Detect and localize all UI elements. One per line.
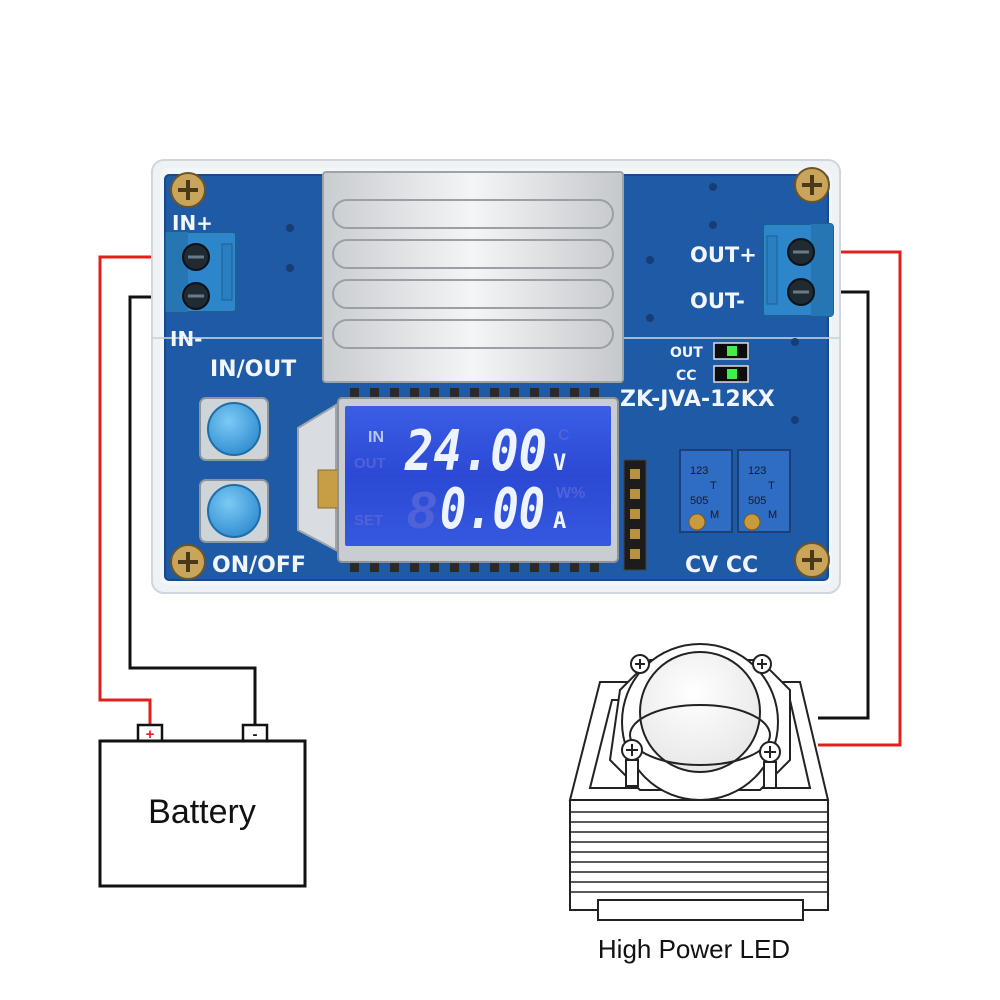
wire-battery-negative <box>128 295 257 725</box>
lcd-ghost-digit: 8 <box>407 482 436 540</box>
lcd-display: IN OUT SET 24.00 V 8 0.00 A C W% <box>337 388 619 572</box>
screw-top-right-icon <box>794 167 830 203</box>
label-led-out: OUT <box>670 345 703 361</box>
label-in-plus: IN+ <box>172 211 213 235</box>
wire-led-positive <box>818 250 902 747</box>
model-label: ZK-JVA-12KX <box>620 387 775 412</box>
label-cv-cc: CV CC <box>685 553 758 578</box>
label-in-minus: IN- <box>170 327 202 351</box>
screw-bottom-left-icon <box>170 544 206 580</box>
pot-cv-code-4: M <box>710 509 719 521</box>
status-leds <box>713 342 749 383</box>
screw-bottom-right-icon <box>794 542 830 578</box>
pot-cc-screw-icon <box>743 513 761 531</box>
pot-cc-code-1: 123 <box>748 465 766 477</box>
lcd-unit-bottom: A <box>553 509 566 534</box>
lcd-unit-top: V <box>553 451 566 476</box>
screw-top-left-icon <box>170 172 206 208</box>
high-power-led <box>568 643 830 921</box>
output-terminal-block <box>762 223 834 317</box>
pot-cv-code-2: T <box>710 480 717 492</box>
pin-header <box>623 459 647 571</box>
lcd-ghost-wpct: W% <box>556 485 585 502</box>
battery-body <box>98 739 307 888</box>
label-led-cc: CC <box>676 368 697 384</box>
pot-cc-code-3: 505 <box>748 495 766 507</box>
lcd-value-top: 24.00 <box>404 419 547 484</box>
pot-cv-code-3: 505 <box>690 495 708 507</box>
label-out-plus: OUT+ <box>690 243 757 267</box>
label-out-minus: OUT- <box>690 289 745 313</box>
heatsink <box>322 171 624 383</box>
label-on-off: ON/OFF <box>212 553 306 578</box>
lcd-ghost-c: C <box>558 427 570 444</box>
battery: + - Battery <box>98 723 307 888</box>
potentiometer-cc[interactable]: 123 T 505 M <box>737 449 791 533</box>
lcd-indicator-out: OUT <box>354 455 386 472</box>
pot-cv-code-1: 123 <box>690 465 708 477</box>
lcd-bracket <box>297 403 337 552</box>
battery-label: Battery <box>148 793 256 831</box>
lcd-value-bottom: 0.00 <box>440 477 545 542</box>
lcd-indicator-in: IN <box>368 429 384 446</box>
in-out-button[interactable] <box>199 397 269 461</box>
silkscreen-labels: IN+ IN- IN/OUT ON/OFF OUT+ OUT- OUT CC Z… <box>170 211 775 578</box>
led-heatsink-fins <box>570 811 828 893</box>
wire-battery-positive <box>98 255 175 725</box>
lcd-indicator-set: SET <box>354 512 383 529</box>
label-in-out: IN/OUT <box>210 357 296 382</box>
pot-cc-code-2: T <box>768 480 775 492</box>
battery-plus-label: + <box>146 726 155 743</box>
on-off-button[interactable] <box>199 479 269 543</box>
pot-cv-screw-icon <box>688 513 706 531</box>
pot-cc-code-4: M <box>768 509 777 521</box>
lcd-screen <box>345 406 611 546</box>
wires <box>98 250 902 747</box>
led-caption: High Power LED <box>598 934 790 964</box>
wire-led-negative <box>818 290 870 720</box>
battery-minus-label: - <box>253 726 258 743</box>
screws <box>170 167 830 580</box>
input-terminal-block <box>165 231 237 313</box>
potentiometer-cv[interactable]: 123 T 505 M <box>679 449 733 533</box>
